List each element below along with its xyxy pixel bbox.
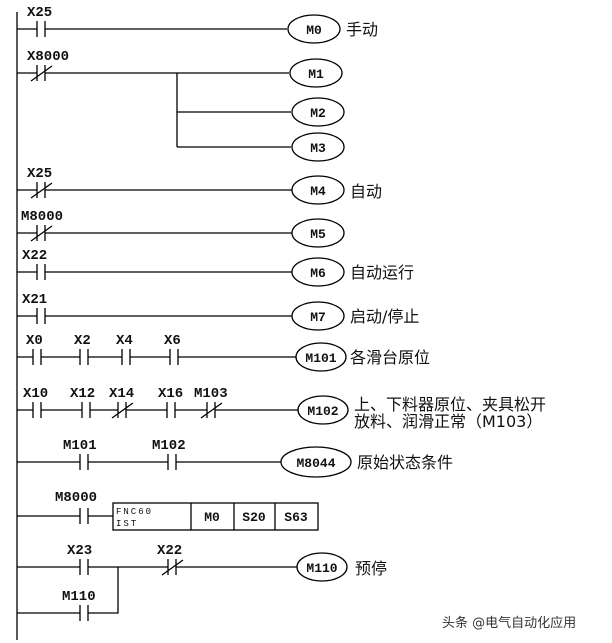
rung-8: X10 X12 X14 X16 M103 M102 上、下料器原位、夹具松开 放…: [17, 386, 546, 431]
coil: [289, 58, 343, 88]
rung-11: X23 X22 M110 M110 预停: [17, 543, 387, 621]
operand: M0: [204, 510, 220, 525]
comment: 上、下料器原位、夹具松开: [354, 395, 546, 414]
contact-label: X4: [116, 333, 133, 349]
coil-label: M7: [310, 310, 326, 325]
coil-label: M2: [310, 106, 326, 121]
contact-label: M110: [62, 589, 96, 605]
rung-10: M8000 FNC60 IST M0 S20 S63: [17, 490, 319, 531]
contact-label: X23: [67, 543, 92, 559]
coil-label: M110: [306, 561, 337, 576]
contact-label: X8000: [27, 49, 69, 65]
contact-label: M101: [63, 438, 97, 454]
coil-label: M101: [305, 351, 336, 366]
rung-6: X21 M7 启动/停止: [17, 292, 419, 331]
comment-line-2: 放料、润滑正常（M103）: [354, 412, 542, 431]
rung-9: M101 M102 M8044 原始状态条件: [17, 438, 453, 478]
rung-2: X8000 M1 M2 M3: [17, 49, 345, 162]
contact-label: X16: [158, 386, 183, 402]
watermark: 头条 @电气自动化应用: [442, 615, 576, 631]
coil: [291, 301, 345, 331]
coil-label: M8044: [296, 456, 335, 471]
coil: [291, 132, 345, 162]
contact-label: M8000: [55, 490, 97, 506]
contact-label: X14: [109, 386, 134, 402]
coil: [297, 395, 349, 425]
contact-label: X21: [22, 292, 47, 308]
instruction-box: [112, 502, 319, 531]
contact-label: X22: [22, 248, 47, 264]
coil: [291, 218, 345, 248]
coil-label: M4: [310, 184, 326, 199]
coil: [280, 446, 352, 478]
contact-label: M8000: [21, 209, 63, 225]
coil: [291, 175, 345, 205]
coil: [296, 552, 348, 582]
rung-4: M8000 M5: [17, 209, 345, 248]
coil-label: M6: [310, 266, 326, 281]
comment: 原始状态条件: [357, 453, 453, 472]
comment: 自动运行: [350, 263, 414, 282]
instruction-code: FNC60: [116, 507, 153, 517]
coil-label: M1: [308, 67, 324, 82]
coil-label: M5: [310, 227, 326, 242]
coil-label: M102: [307, 404, 338, 419]
instruction-name: IST: [116, 519, 138, 529]
contact-label: X12: [70, 386, 95, 402]
contact-label: X6: [164, 333, 181, 349]
rung-5: X22 M6 自动运行: [17, 248, 414, 287]
contact-label: M103: [194, 386, 228, 402]
operand: S63: [284, 510, 308, 525]
contact-label: X2: [74, 333, 91, 349]
comment: 启动/停止: [350, 307, 419, 326]
coil: [295, 342, 347, 372]
contact-label: X10: [23, 386, 48, 402]
rung-1: X25 M0 手动: [17, 5, 378, 44]
coil-label: M0: [306, 23, 322, 38]
operand: S20: [242, 510, 266, 525]
comment: 预停: [355, 559, 387, 578]
rung-3: X25 M4 自动: [17, 166, 382, 205]
comment: 手动: [346, 20, 378, 39]
coil: [291, 97, 345, 127]
contact-label: X22: [157, 543, 182, 559]
contact-label: X25: [27, 166, 52, 182]
coil-label: M3: [310, 141, 326, 156]
comment: 各滑台原位: [350, 348, 430, 367]
coil: [291, 257, 345, 287]
contact-label: X25: [27, 5, 52, 21]
coil: [287, 14, 341, 44]
comment: 自动: [350, 182, 382, 201]
contact-label: M102: [152, 438, 186, 454]
contact-label: X0: [26, 333, 43, 349]
rung-7: X0 X2 X4 X6 M101 各滑台原位: [17, 333, 430, 372]
